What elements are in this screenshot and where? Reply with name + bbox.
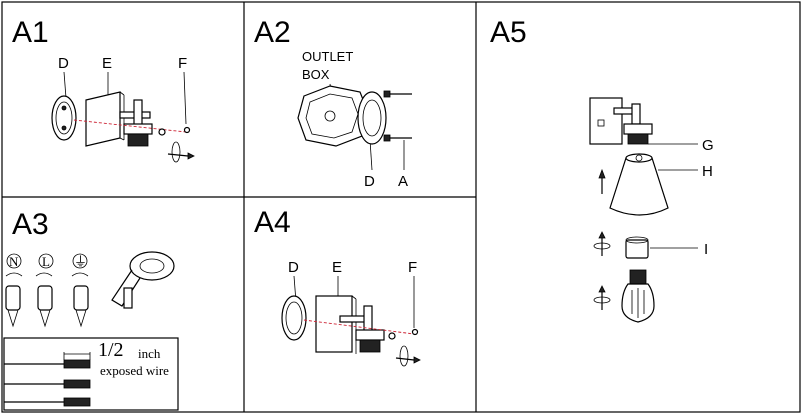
panel-a3: A3 N L ⏚	[3, 208, 179, 411]
label-h: H	[702, 163, 713, 180]
screw-icon	[383, 90, 412, 142]
strip-length-unit: inch	[138, 346, 161, 361]
strip-length-fraction: 1/2	[98, 339, 124, 361]
panel-a3-title: A3	[12, 208, 49, 241]
rotate-arrow-icon	[395, 345, 421, 367]
wire-nut-icon	[5, 272, 89, 328]
outlet-box-icon	[297, 85, 369, 147]
light-bulb-icon	[621, 269, 655, 323]
live-symbol: L	[42, 254, 50, 269]
socket-arm-icon	[339, 305, 385, 353]
panel-a1-title: A1	[12, 16, 49, 49]
label-f: F	[408, 259, 417, 276]
backplate-icon	[315, 295, 357, 354]
up-arrow-icon	[598, 168, 606, 194]
rotate-arrow-icon	[593, 231, 611, 256]
label-d: D	[58, 55, 69, 72]
label-e: E	[102, 55, 112, 72]
label-box: BOX	[302, 67, 330, 82]
neutral-symbol: N	[9, 254, 19, 269]
mounting-plate-icon	[357, 91, 387, 145]
rotate-arrow-icon	[167, 141, 195, 163]
panel-a2-title: A2	[254, 16, 291, 49]
strip-length-caption: exposed wire	[100, 363, 169, 378]
backplate-icon	[85, 91, 125, 147]
shade-ring-icon	[625, 236, 649, 259]
rotate-arrow-icon	[593, 285, 611, 310]
socket-arm-icon	[119, 99, 153, 147]
label-f: F	[178, 55, 187, 72]
label-d: D	[288, 259, 299, 276]
label-g: G	[702, 137, 714, 154]
label-i: I	[704, 241, 708, 258]
socket-arm-icon	[613, 103, 653, 145]
panel-a2: A2 OUTLET BOX D A	[254, 16, 412, 190]
mounting-plate-icon	[281, 295, 307, 341]
panel-a5-title: A5	[490, 16, 527, 49]
panel-a5: A5 G H I	[490, 16, 714, 323]
electrical-tape-icon	[111, 251, 175, 309]
wire-strip-diagram	[3, 337, 179, 411]
panel-a4: A4 D E F	[254, 206, 421, 367]
panel-a1: A1 D E F	[12, 16, 195, 163]
label-outlet: OUTLET	[302, 49, 353, 64]
ground-symbol: ⏚	[74, 254, 87, 269]
panel-a4-title: A4	[254, 206, 291, 239]
label-e: E	[332, 259, 342, 276]
mounting-plate-icon	[51, 95, 77, 141]
lamp-shade-icon	[609, 153, 669, 216]
label-a: A	[398, 173, 408, 190]
backplate-icon	[589, 97, 623, 145]
label-d: D	[364, 173, 375, 190]
